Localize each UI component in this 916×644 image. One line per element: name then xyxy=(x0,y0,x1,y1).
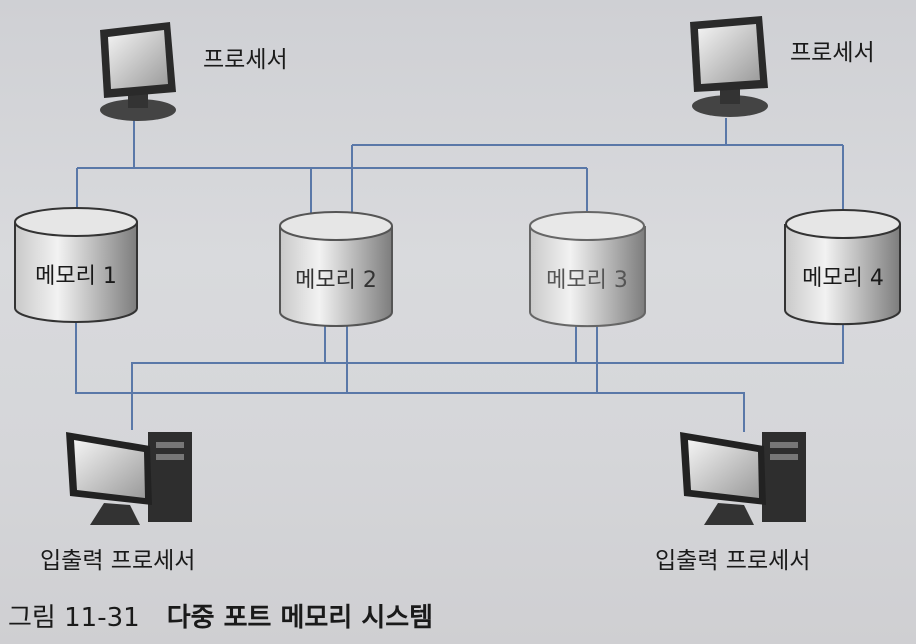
memory-1-cylinder xyxy=(14,207,138,323)
memory-2-label: 메모리 2 xyxy=(295,268,377,293)
memory-3-label: 메모리 3 xyxy=(546,268,628,293)
io-processor-1-label: 입출력 프로세서 xyxy=(40,548,196,574)
memory-cylinders xyxy=(14,207,901,328)
processor-1-label: 프로세서 xyxy=(203,47,288,73)
io1-bus xyxy=(131,322,844,430)
processor-2-label: 프로세서 xyxy=(790,40,875,66)
memory-4-label: 메모리 4 xyxy=(802,266,884,291)
processor-1-monitor-icon xyxy=(100,22,176,121)
figure-number: 그림 11-31 xyxy=(8,603,140,633)
figure-caption: 그림 11-31 다중 포트 메모리 시스템 xyxy=(8,597,433,634)
memory-1-label: 메모리 1 xyxy=(35,264,117,289)
memory-2-cylinder xyxy=(279,211,393,327)
memory-4-cylinder xyxy=(784,209,901,326)
memory-3-cylinder xyxy=(529,211,646,328)
io-processor-1-computer-icon xyxy=(66,432,192,525)
bus-lines xyxy=(75,118,844,432)
io-processor-2-label: 입출력 프로세서 xyxy=(655,548,811,574)
processor1-bus xyxy=(76,120,588,213)
io2-bus xyxy=(75,320,745,432)
figure-title: 다중 포트 메모리 시스템 xyxy=(166,603,434,633)
io-processor-2-computer-icon xyxy=(680,432,806,525)
processor2-bus xyxy=(351,118,844,213)
processor-2-monitor-icon xyxy=(690,16,768,117)
